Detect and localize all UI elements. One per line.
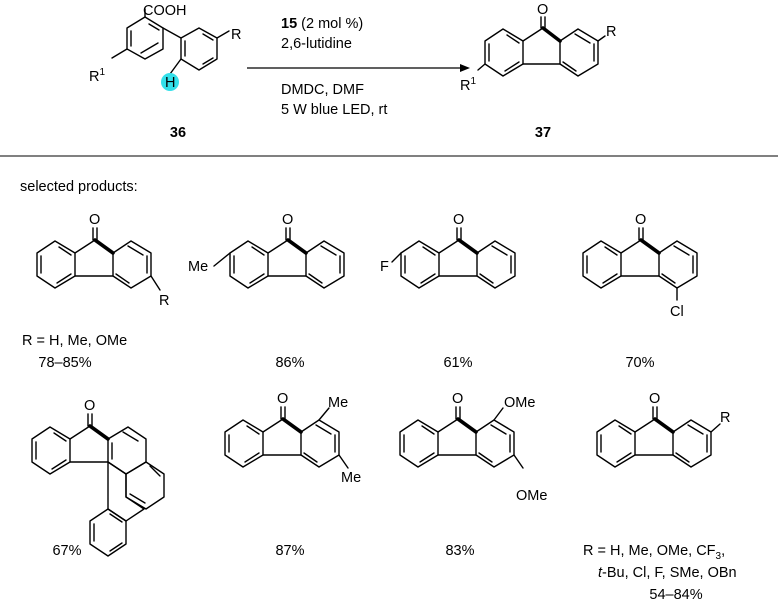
product-compound-number: 37 xyxy=(535,125,551,141)
product-7-structure xyxy=(399,406,524,469)
product-3-structure xyxy=(391,227,516,289)
product-7-o-label: O xyxy=(452,391,463,407)
product-6-structure xyxy=(224,406,349,469)
product-3-f-label: F xyxy=(380,259,389,275)
reactant-h-label: H xyxy=(165,75,175,91)
product-1-substituents: R = H, Me, OMe xyxy=(22,333,127,349)
product-1-structure xyxy=(36,227,161,291)
product-4-yield: 70% xyxy=(625,355,654,371)
product-4-o-label: O xyxy=(635,212,646,228)
product-5-structure xyxy=(31,413,165,557)
product-8-structure xyxy=(596,406,721,468)
product-5-o-label: O xyxy=(84,398,95,414)
product-8-substituents-line2: t-Bu, Cl, F, SMe, OBn xyxy=(598,565,737,581)
product-1-o-label: O xyxy=(89,212,100,228)
product-7-yield: 83% xyxy=(445,543,474,559)
product-2-o-label: O xyxy=(282,212,293,228)
product-1-yield: 78–85% xyxy=(38,355,91,371)
product-6-o-label: O xyxy=(277,391,288,407)
product-6-me-label-bottom: Me xyxy=(341,470,361,486)
product-3-yield: 61% xyxy=(443,355,472,371)
product-r1-label: R1 xyxy=(460,76,476,94)
product-8-o-label: O xyxy=(649,391,660,407)
product-7-ome-label-bottom: OMe xyxy=(516,488,547,504)
reagents-condition: DMDC, DMF xyxy=(281,82,364,98)
catalyst-condition: 15 (2 mol %) xyxy=(281,16,363,32)
product-4-structure xyxy=(582,227,698,301)
product-1-r-label: R xyxy=(159,293,169,309)
product-8-yield: 54–84% xyxy=(649,587,702,603)
product-2-yield: 86% xyxy=(275,355,304,371)
reaction-arrow xyxy=(247,64,470,72)
reactant-cooh-label: COOH xyxy=(143,3,187,19)
product-3-o-label: O xyxy=(453,212,464,228)
product-8-substituents-line1: R = H, Me, OMe, CF3, xyxy=(583,543,725,562)
product-7-ome-label-top: OMe xyxy=(504,395,535,411)
reactant-36-structure xyxy=(111,8,230,91)
product-37-structure xyxy=(477,16,606,77)
product-2-structure xyxy=(213,227,345,289)
product-5-yield: 67% xyxy=(52,543,81,559)
light-condition: 5 W blue LED, rt xyxy=(281,102,387,118)
product-6-yield: 87% xyxy=(275,543,304,559)
product-4-cl-label: Cl xyxy=(670,304,684,320)
reactant-compound-number: 36 xyxy=(170,125,186,141)
highlighted-hydrogen-marker xyxy=(161,73,179,91)
reactant-r1-label: R1 xyxy=(89,67,105,85)
product-2-me-label: Me xyxy=(188,259,208,275)
product-8-r-label: R xyxy=(720,410,730,426)
product-6-me-label-top: Me xyxy=(328,395,348,411)
product-o-label: O xyxy=(537,2,548,18)
product-r-label: R xyxy=(606,24,616,40)
base-condition: 2,6-lutidine xyxy=(281,36,352,52)
selected-products-heading: selected products: xyxy=(20,179,138,195)
reactant-r-label: R xyxy=(231,27,241,43)
